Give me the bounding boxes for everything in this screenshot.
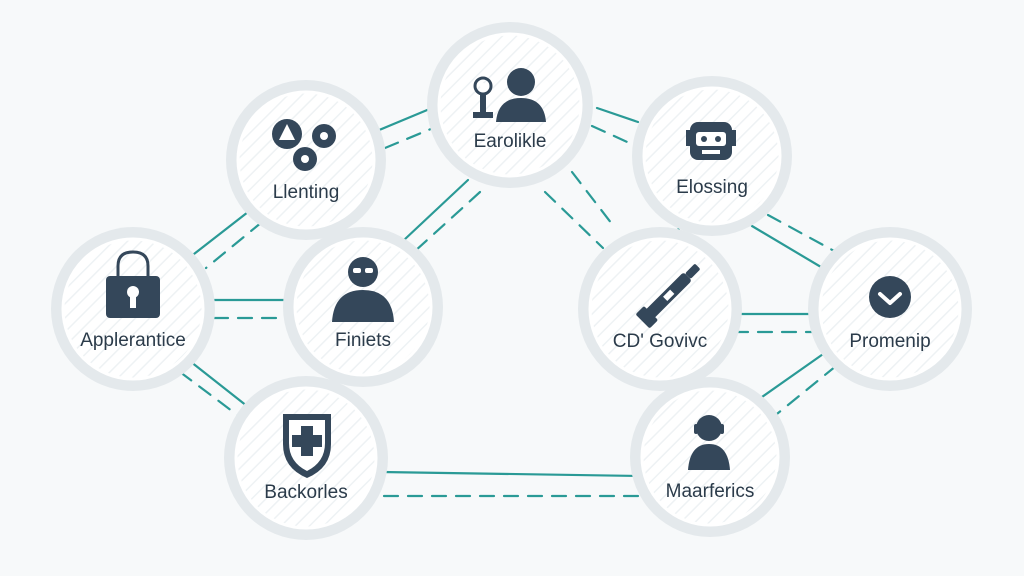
edge-promenip-maarferics-dash [770,364,838,420]
connections [178,106,838,498]
edge-llenting-applerantice-dash [204,220,264,270]
node-finiets[interactable]: Finiets [283,227,443,387]
node-promenip[interactable]: Promenip [808,227,972,391]
chevron-down-circle-icon [869,276,911,318]
node-label-applerantice: Applerantice [80,330,186,351]
node-elossing[interactable]: Elossing [632,76,792,236]
robot-head-icon [686,122,736,160]
node-backorles[interactable]: Backorles [224,376,388,540]
node-label-backorles: Backorles [264,482,347,503]
node-label-finiets: Finiets [335,330,391,351]
node-earolikle[interactable]: Earolikle [427,22,593,188]
edge-elossing-promenip-dash [766,213,838,254]
edge-llenting-applerantice [192,210,250,256]
person-headset-icon [688,415,730,470]
edge-promenip-maarferics [750,350,828,406]
circles-group-icon [272,119,336,171]
edge-llenting-earolikle-dash [383,124,440,150]
edge-llenting-earolikle [370,106,434,135]
edge-earolikle-elossing [595,106,640,124]
edge-applerantice-backorles [184,356,254,412]
padlock-icon [106,250,160,318]
edge-earolikle-finiets-dash [412,190,482,254]
node-label-promenip: Promenip [849,331,930,352]
person-with-gear-icon [473,68,546,122]
node-label-elossing: Elossing [676,177,748,198]
edge-applerantice-backorles-dash [178,370,246,422]
edge-elossing-promenip [750,224,828,272]
edge-backorles-maarferics [380,470,642,478]
node-label-cd-govivc: CD' Govivc [613,331,707,352]
edge-earolikle-govivc-2 [543,190,605,250]
edge-earolikle-govivc [570,170,614,226]
node-maarferics[interactable]: Maarferics [630,377,790,537]
shield-cross-icon [283,414,331,478]
node-label-maarferics: Maarferics [666,481,755,502]
node-cd-govivc[interactable]: CD' Govivc [578,227,742,391]
node-applerantice[interactable]: Applerantice [51,227,215,391]
person-glasses-icon [332,257,394,322]
wrench-tool-icon [636,264,700,328]
edge-earolikle-elossing-dash [590,124,638,148]
node-llenting[interactable]: Llenting [226,80,386,240]
edge-earolikle-finiets [402,178,470,242]
node-label-earolikle: Earolikle [474,131,547,152]
node-label-llenting: Llenting [273,182,340,203]
